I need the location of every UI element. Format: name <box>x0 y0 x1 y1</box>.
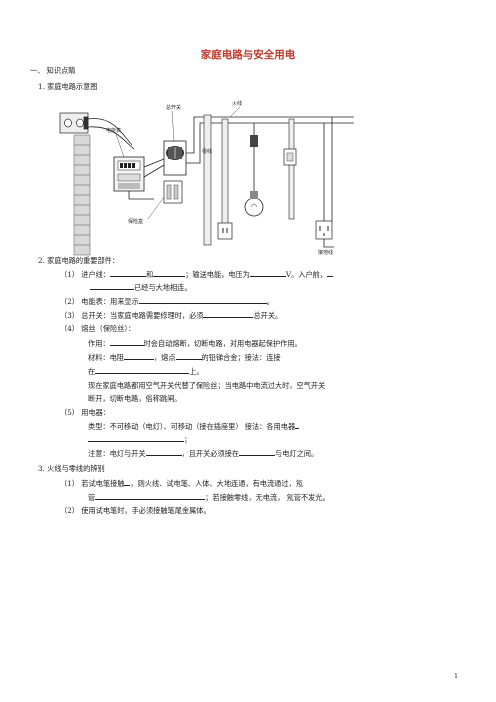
blank-line[interactable] <box>153 269 186 277</box>
list-item: 作用：时会自动熔断，切断电路，对用电器起保护作用。 <box>88 338 302 348</box>
list-item: 材料：电阻，熔点的铅锑合金；接法：连接 <box>88 352 281 362</box>
fire-wire-label: 火线 <box>232 100 242 107</box>
main-switch-label: 总开关 <box>166 104 181 111</box>
neutral-wire-label: 零线 <box>202 148 212 155</box>
blank-line[interactable] <box>138 296 267 304</box>
meter-label: 电能表 <box>106 127 121 134</box>
list-item: 已经与大地相连。 <box>90 282 192 292</box>
meter-icon <box>113 156 145 192</box>
blank-line[interactable] <box>124 478 131 486</box>
blank-line[interactable] <box>88 434 184 442</box>
list-item: 类型：不可移动（电灯）、可移动（接在插座里） 接法：各用电器 <box>88 421 300 431</box>
blank-line[interactable] <box>123 352 154 360</box>
item-2-heading: 2. 家庭电路的重要部件： <box>38 256 120 265</box>
list-item: 注意：电灯与开关，且开关必须接在与电灯之间。 <box>88 448 319 458</box>
list-item: （4） 熔丝（保险丝）： <box>60 324 136 333</box>
socket-icon <box>217 222 233 240</box>
ground-wire-label: 接地线 <box>318 249 333 256</box>
list-item: （2） 电能表：用来显示。 <box>60 296 274 306</box>
socket-icon <box>315 220 333 240</box>
page-number: 1 <box>454 673 458 680</box>
fuse-box-label: 保险盒 <box>128 218 143 225</box>
list-item: ； <box>88 434 191 444</box>
blank-line[interactable] <box>295 421 300 429</box>
blank-line[interactable] <box>249 269 286 277</box>
conduit <box>203 114 295 246</box>
section-heading: 一、 知识点睛 <box>30 66 76 75</box>
brick-wall <box>73 134 91 256</box>
list-item: （1） 若试电笔接触，则火线、试电笔、人体、大地连通，有电流通过，氖 <box>60 478 303 488</box>
blank-line[interactable] <box>327 269 334 277</box>
blank-line[interactable] <box>109 338 144 346</box>
fuse-box-icon <box>163 180 183 204</box>
list-item: 断开，切断电路，俗称跳闸。 <box>88 394 182 403</box>
item-3-heading: 3. 火线与零线的辨别 <box>38 464 105 473</box>
page-title: 家庭电路与安全用电 <box>200 49 296 61</box>
wall-switch-icon <box>283 148 297 166</box>
list-item: （3） 总开关：当家庭电路需要修理时，必须总开关。 <box>60 310 283 320</box>
main-switch-icon <box>163 140 187 176</box>
lamp-icon <box>244 123 264 217</box>
household-circuit-diagram: 电能表 总开关 保险盒 火线 零线 <box>59 100 354 256</box>
blank-line[interactable] <box>203 310 254 318</box>
blank-line[interactable] <box>95 366 190 374</box>
list-item: 管；若接触零线，无电流， 氖管不发光。 <box>88 492 330 502</box>
item-1-heading: 1. 家庭电路示意图 <box>38 82 98 91</box>
blank-line[interactable] <box>175 352 202 360</box>
blank-line[interactable] <box>95 492 206 500</box>
list-item: （5） 用电器： <box>60 408 111 417</box>
blank-line[interactable] <box>90 282 134 290</box>
list-item: （2） 使用试电笔时，手必须接触笔尾金属体。 <box>60 506 211 515</box>
list-item: 现在家庭电路都用空气开关代替了保险丝；当电路中电流过大时，空气开关 <box>88 381 326 390</box>
blank-line[interactable] <box>239 448 276 456</box>
blank-line[interactable] <box>110 269 147 277</box>
blank-line[interactable] <box>145 448 182 456</box>
list-item: 在上。 <box>88 366 204 376</box>
service-entrance <box>59 112 89 134</box>
